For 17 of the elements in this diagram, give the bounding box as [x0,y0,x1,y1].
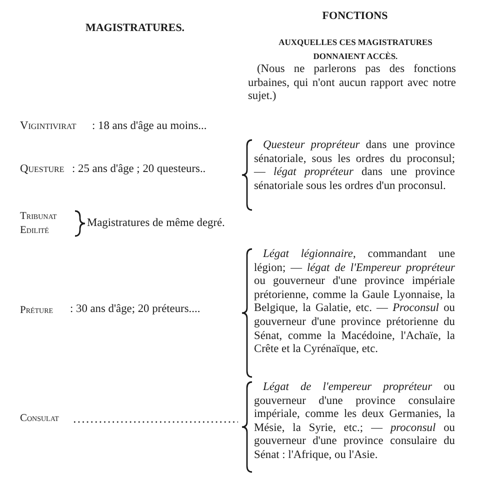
magistrature-name: Tribunat [20,210,57,224]
shared-note: Magistratures de même degré. [87,217,225,231]
magistrature-name: Vigintivirat [20,120,76,134]
magistrature-name: Questure [20,163,64,177]
functions-text: Légat de l'empereur propréteur ou gouverneur d'une province consulaire impériale, comme les deux Germanies, la Mésie, la Syrie, etc.; — proconsul ou gouverneur d'une province consulaire du Sénat : l'Afrique, ou l'Asie. [254,381,455,463]
age-requirement: : 18 ans d'âge au moins... [92,120,207,134]
column-subheading: AUXQUELLES CES MAGISTRATURES DONNAIENT ACCÈS. [278,36,434,63]
functions-text: Questeur propréteur dans une province sénatoriale, sous les ordres du proconsul; — légat propréteur dans une province sénatoriale sous les ordres d'un proconsul. [254,139,455,194]
column-heading: MAGISTRATURES. [84,22,186,36]
note-text: (Nous ne parlerons pas des fonctions urbaines, qui n'ont aucun rapport avec notre sujet.) [248,63,456,104]
magistrature-name: Consulat [20,412,59,426]
age-requirement: : 25 ans d'âge ; 20 questeurs.. [72,163,206,177]
magistrature-name: Edilité [20,224,49,238]
column-heading: FONCTIONS [321,10,389,24]
magistrature-name: Préture [20,304,54,318]
functions-text: Légat légionnaire, commandant une légion; — légat de l'Empereur propréteur ou gouverneur d'une province impériale prétorienne, comme la Gaule Lyonnaise, la Belgique, la Galatie, etc. — Proconsul ou gouverneur d'une province prétorienne du Sénat, comme la Macédoine, l'Achaïe, la Crête et la Cyrénaïque, etc. [254,248,455,357]
age-requirement: : 30 ans d'âge; 20 préteurs.... [70,303,200,317]
